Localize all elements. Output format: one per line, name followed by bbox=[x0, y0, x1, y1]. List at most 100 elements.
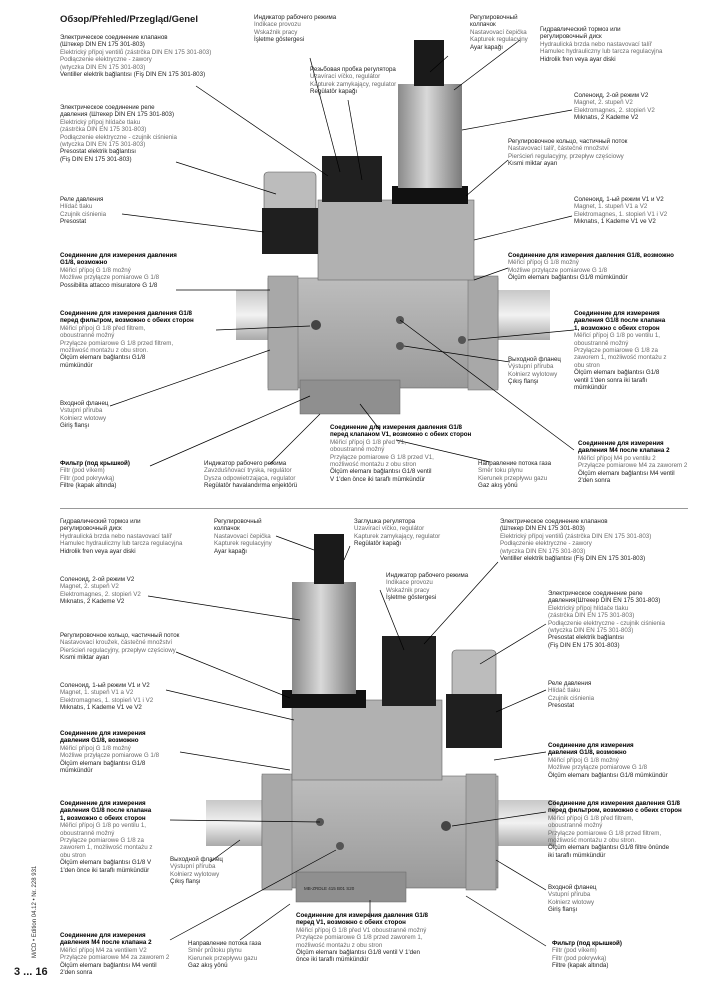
label-line: Индикатор рабочего режима bbox=[386, 572, 469, 579]
label-line: Соединение для измерения bbox=[60, 800, 146, 807]
solenoid-v2 bbox=[292, 582, 356, 694]
label-line: Směr toku plynu bbox=[478, 467, 523, 475]
label-line: Mıknatıs, 1 Kademe V1 ve V2 bbox=[574, 218, 656, 226]
label-line: Elektromagnes, 1. stopień V1 i V2 bbox=[574, 210, 668, 218]
label-line: Wskaźnik pracy bbox=[254, 28, 298, 36]
label-line: (Штекер DIN EN 175 301-803) bbox=[500, 525, 585, 533]
label-line: obu stron bbox=[60, 851, 86, 859]
label-line: Регулировочное кольцо, частичный поток bbox=[60, 632, 180, 639]
label-line: oboustranně možný bbox=[548, 822, 603, 830]
label-line: możliwość montażu z obu stron bbox=[330, 461, 417, 469]
port-4 bbox=[458, 336, 466, 344]
label-line: Ventiller elektrik bağlantısı (Fiş DIN E… bbox=[500, 555, 646, 563]
label-line: Фильтр (под крышкой) bbox=[60, 460, 130, 467]
label-line: Měřicí přípoj G 1/8 po ventilu 1, bbox=[574, 332, 660, 340]
doc-code: M/CD • Edition 04.12 • Nr. 228 931 bbox=[32, 865, 38, 958]
label-line: Uzavírací víčko, regulátor bbox=[354, 525, 425, 533]
label-line: Ölçüm elemanı bağlantısı G1/8 ventil bbox=[330, 468, 432, 476]
flange-right bbox=[465, 773, 497, 891]
label-line: Ölçüm elemanı bağlantısı G1/8 mümkündür bbox=[508, 274, 628, 282]
port-1 bbox=[311, 320, 321, 330]
flange-right bbox=[467, 275, 499, 391]
label-line: İşletme göstergesi bbox=[386, 594, 437, 602]
label-line: Ayar kapağı bbox=[214, 547, 247, 555]
label-line: перед фильтром, возможно с обеих сторон bbox=[60, 317, 194, 325]
label-line: Elektrický přípoj ventilů (zástrčka DIN … bbox=[500, 532, 652, 540]
label-line: Nastavovací čepička bbox=[214, 532, 271, 540]
label-line: давления G1/8 после клапана bbox=[574, 317, 666, 325]
label-line: Regülatör kapağı bbox=[310, 88, 358, 96]
label-line: mümkündür bbox=[60, 767, 93, 775]
label-line: (Fiş DIN EN 175 301-803) bbox=[60, 155, 132, 163]
label-line: Przyłącze pomiarowe G 1/8 przed V1, bbox=[330, 453, 434, 461]
label-line: Filtr (pod pokrywką) bbox=[552, 954, 607, 962]
valve-body bbox=[267, 277, 499, 389]
label-line: Kapturek zamykający, regulator bbox=[354, 532, 441, 540]
label-line: Nastavovací kroužek, částečné množství bbox=[60, 639, 173, 647]
label-line: Реле давления bbox=[548, 680, 592, 687]
page-title: Обзор/Přehled/Przegląd/Genel bbox=[60, 14, 198, 25]
label-line: Měřicí přípoj G 1/8 možný bbox=[60, 266, 131, 274]
label-line: Regülatör kapağı bbox=[354, 540, 402, 548]
section-divider bbox=[60, 508, 688, 509]
solenoid-v2 bbox=[398, 84, 462, 188]
label-line: (wtyczka DIN EN 175 301-803) bbox=[548, 627, 634, 635]
label-line: Vstupní příruba bbox=[548, 891, 591, 899]
label-line: Электрическое соединение клапанов bbox=[60, 34, 168, 41]
label-line: Kapturek zamykający, regulator bbox=[310, 80, 397, 88]
label-line: Przyłącze pomiarowe G 1/8 za bbox=[60, 837, 144, 845]
label-line: Wskaźnik pracy bbox=[386, 586, 430, 594]
reg-cap bbox=[414, 40, 444, 86]
label-line: регулировочный диск bbox=[540, 33, 602, 41]
label-line: 1'den önce iki taraflı mümkündür bbox=[60, 866, 150, 874]
label-line: (wtyczka DIN EN 175 301-803) bbox=[60, 63, 146, 71]
label-line: Входной фланец bbox=[548, 884, 597, 891]
label-line: Ayar kapağı bbox=[470, 43, 503, 51]
label-line: Соединение для измерения bbox=[60, 730, 146, 737]
label-line: Měřicí přípoj G 1/8 možný bbox=[60, 744, 131, 752]
label-line: Электрическое соединение клапанов bbox=[500, 518, 608, 525]
label-line: давления M4 после клапана 2 bbox=[60, 939, 152, 947]
label-line: Magnet, 1. stupeň V1 a V2 bbox=[574, 203, 648, 211]
label-line: Hlídač tlaku bbox=[60, 203, 93, 211]
label-line: давления(Штекер DIN EN 175 301-803) bbox=[548, 597, 661, 605]
label-line: oboustranně možný bbox=[330, 446, 385, 454]
label-line: Соединение для измерения давления G1/8 bbox=[330, 424, 462, 431]
label-line: Hydraulická brzda nebo nastavovací talíř bbox=[60, 532, 172, 540]
label-line: 1, возможно с обеих сторон bbox=[60, 814, 146, 822]
label-line: V 1'den önce iki taraflı mümkündür bbox=[330, 475, 426, 483]
label-line: Соединение для измерения bbox=[578, 440, 664, 447]
label-line: Dysza odpowietrzająca, regulator bbox=[204, 474, 296, 482]
label-line: Соленоид, 1-ый режим V1 и V2 bbox=[574, 196, 664, 203]
label-line: Vstupní příruba bbox=[60, 407, 103, 415]
label-line: Соединение для измерения давления G1/8, … bbox=[508, 252, 674, 259]
label-line: Przyłącze pomiarowe G 1/8 przed zaworem … bbox=[296, 934, 423, 942]
label-line: Соединение для измерения bbox=[60, 932, 146, 939]
label-line: (wtyczka DIN EN 175 301-803) bbox=[500, 547, 586, 555]
label-line: Elektrický přípoj ventilů (zástrčka DIN … bbox=[60, 48, 212, 56]
label-line: Выходной фланец bbox=[170, 856, 223, 863]
port-1 bbox=[441, 821, 451, 831]
label-line: Czujnik ciśnienia bbox=[60, 210, 107, 218]
label-line: Направление потока газа bbox=[478, 460, 552, 467]
label-line: Filtr (pod pokrywką) bbox=[60, 474, 115, 482]
label-line: Gaz akış yönü bbox=[478, 482, 518, 490]
page-number: 3 ... 16 bbox=[14, 966, 48, 978]
label-elec-valves: Электрическое соединение клапанов(Штекер… bbox=[60, 34, 211, 78]
label-line: mümkündür bbox=[574, 384, 607, 392]
label-line: mümkündür bbox=[60, 361, 93, 369]
